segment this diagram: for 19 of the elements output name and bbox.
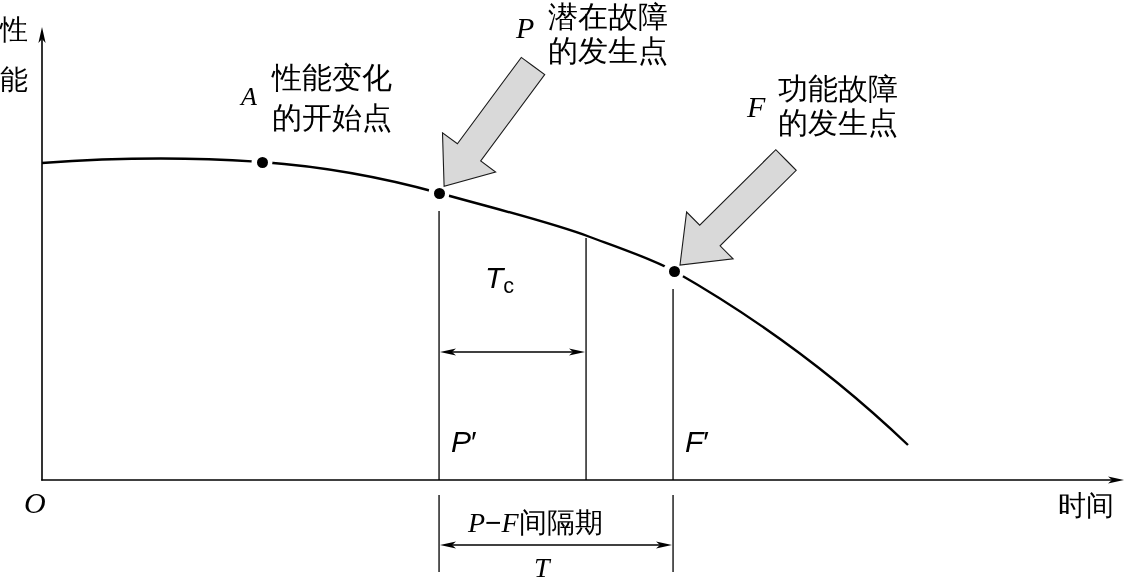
axis-label: 性能: [0, 13, 29, 97]
block-arrow: [679, 148, 797, 266]
curve-point: [668, 265, 680, 277]
origin-label: O: [24, 486, 46, 520]
block-arrow: [441, 56, 546, 187]
point-caption: 功能故障的发生点: [778, 72, 899, 140]
point-letter: P: [516, 11, 535, 45]
curve-point: [433, 187, 445, 199]
dimension-label: T$_{c}$: [485, 261, 515, 301]
point-caption: 性能变化的开始点: [272, 60, 393, 136]
point-letter: A: [241, 82, 257, 112]
point-label: F′: [685, 425, 709, 459]
point-label: P′: [451, 425, 477, 459]
dimension-label: T: [534, 553, 550, 583]
point-caption: 潜在故障的发生点: [548, 0, 669, 68]
axis-label: 时间: [1058, 490, 1114, 522]
point-letter: F: [747, 90, 766, 124]
curve-point: [256, 156, 268, 168]
dimension-label: P−F间隔期: [468, 507, 603, 539]
